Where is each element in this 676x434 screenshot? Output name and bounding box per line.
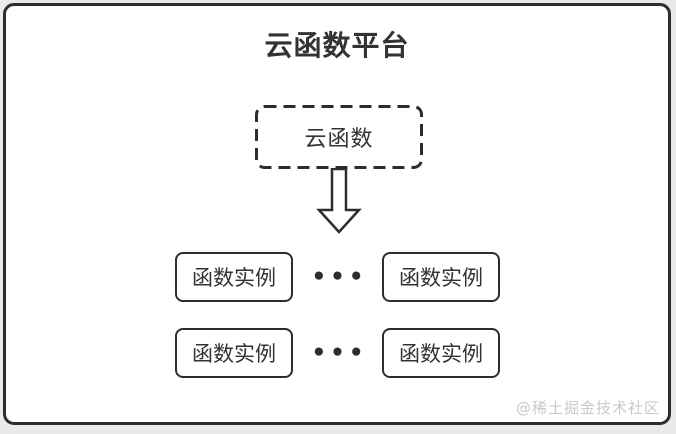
- cloud-function-label: 云函数: [304, 127, 374, 152]
- function-instance-box: 函数实例: [175, 252, 293, 302]
- function-instance-box: 函数实例: [382, 328, 500, 378]
- cloud-function-node: 云函数: [255, 105, 423, 169]
- diagram-frame: 云函数平台 云函数 函数实例 ••• 函数实例 函数实例 ••• 函数实例 @稀…: [3, 3, 671, 425]
- page-title: 云函数平台: [264, 29, 410, 62]
- watermark: @稀土掘金技术社区: [515, 399, 660, 417]
- ellipsis-dots: •••: [311, 264, 368, 290]
- function-instance-box: 函数实例: [175, 328, 293, 378]
- dashed-border: [255, 105, 423, 169]
- function-instance-box: 函数实例: [382, 252, 500, 302]
- ellipsis-dots: •••: [311, 340, 368, 366]
- down-arrow-icon: [316, 168, 362, 234]
